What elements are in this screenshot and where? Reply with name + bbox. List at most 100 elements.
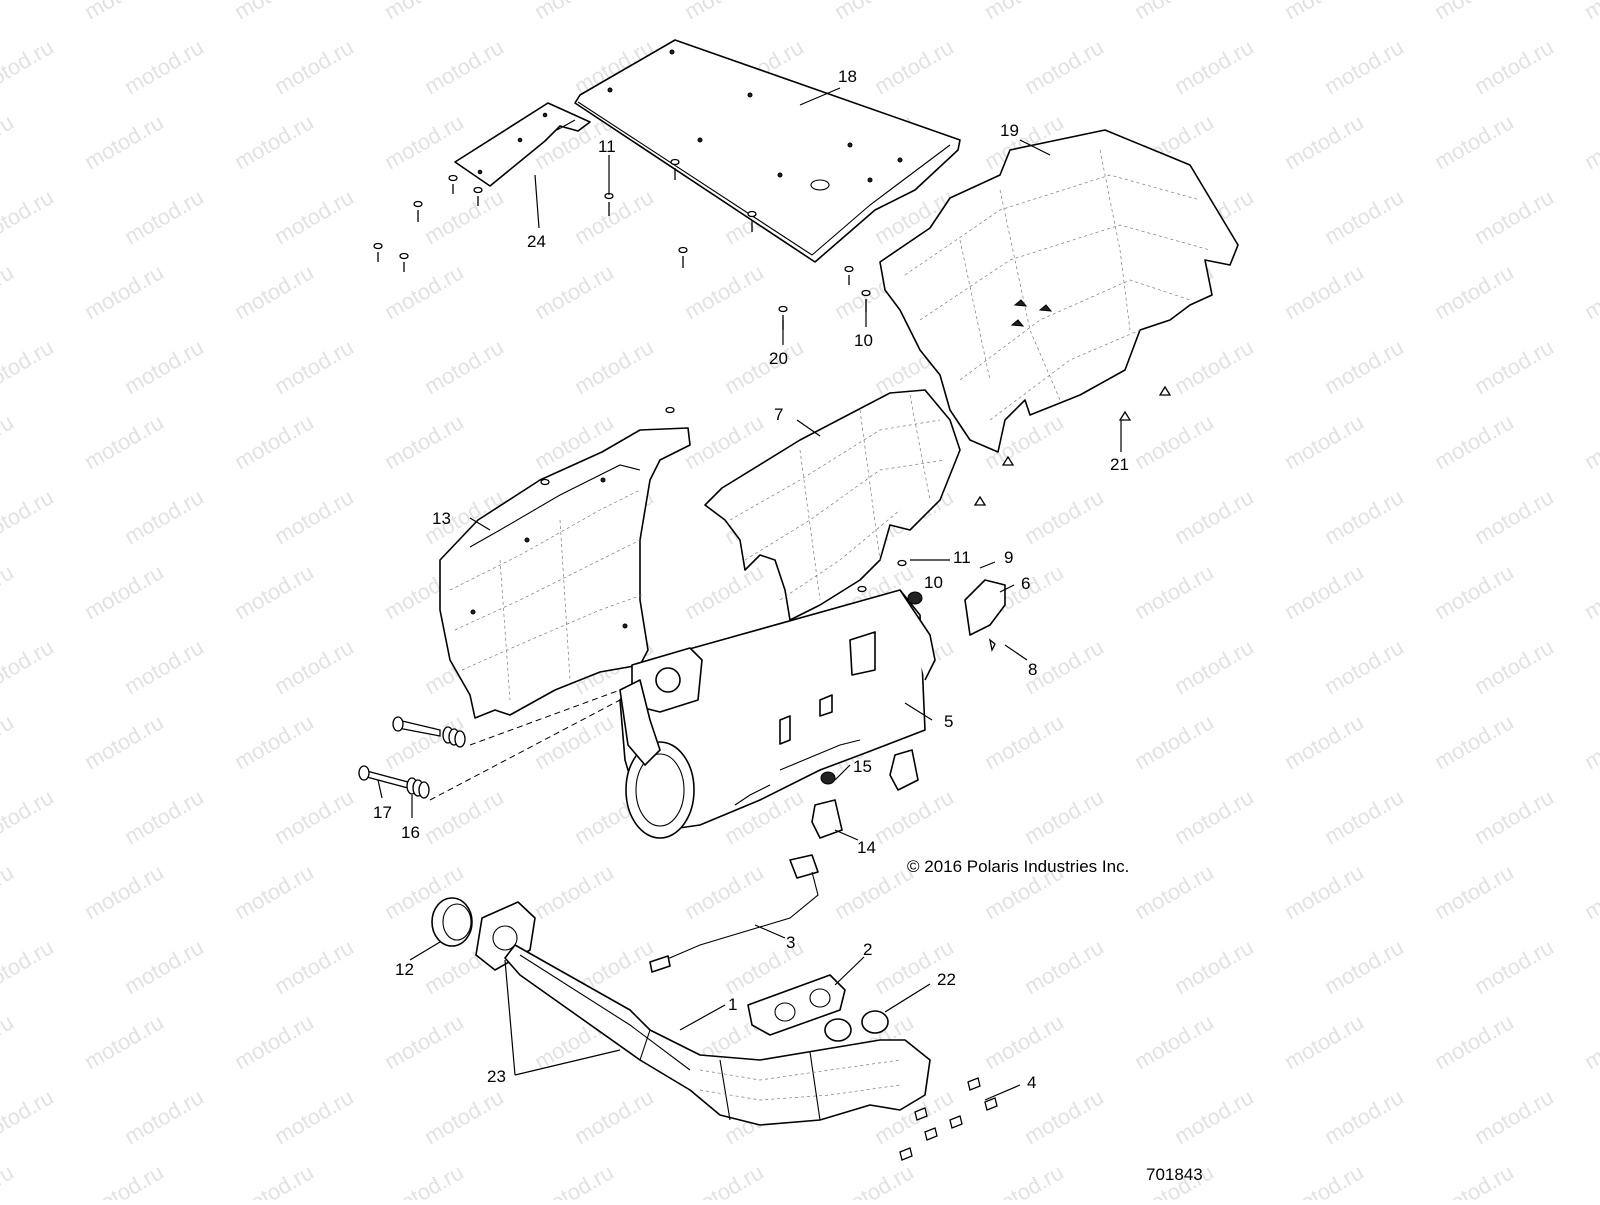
watermark-text: motod.ru (720, 334, 808, 399)
callout-24: 24 (527, 232, 546, 251)
watermark-text: motod.ru (420, 1084, 508, 1149)
watermark-text: motod.ru (0, 634, 58, 699)
watermark-text: motod.ru (270, 34, 358, 99)
watermark-text: motod.ru (420, 34, 508, 99)
watermark-text: motod.ru (530, 1159, 618, 1200)
callout-17: 17 (373, 803, 392, 822)
watermark-text: motod.ru (1580, 1159, 1600, 1200)
watermark-text: motod.ru (1280, 109, 1368, 174)
watermark-text: motod.ru (0, 1084, 58, 1149)
watermark-text: motod.ru (0, 184, 58, 249)
watermark-text: motod.ru (270, 784, 358, 849)
watermark-text: motod.ru (1020, 34, 1108, 99)
watermark-text: motod.ru (1320, 484, 1408, 549)
watermark-text: motod.ru (1430, 559, 1518, 624)
callout-12: 12 (395, 960, 414, 979)
muffler (619, 589, 936, 839)
watermark-text: motod.ru (530, 709, 618, 774)
end-cap (964, 579, 1006, 636)
watermark-text: motod.ru (1580, 109, 1600, 174)
watermark-text: motod.ru (870, 934, 958, 999)
watermark-text: motod.ru (1130, 859, 1218, 924)
watermark-text: motod.ru (980, 0, 1068, 24)
watermark-text: motod.ru (1470, 184, 1558, 249)
callout-14: 14 (857, 838, 876, 857)
watermark-text: motod.ru (1320, 184, 1408, 249)
watermark-text: motod.ru (230, 709, 318, 774)
watermark-text: motod.ru (0, 1009, 18, 1074)
callout-11-top: 11 (598, 137, 616, 156)
watermark-text: motod.ru (830, 859, 918, 924)
watermark-text: motod.ru (1430, 1009, 1518, 1074)
watermark-text: motod.ru (1470, 784, 1558, 849)
watermark-text: motod.ru (230, 0, 318, 24)
watermark-text: motod.ru (1580, 409, 1600, 474)
watermark-text: motod.ru (420, 184, 508, 249)
watermark-text: motod.ru (80, 259, 168, 324)
watermark-text: motod.ru (1130, 0, 1218, 24)
callout-10-mid: 10 (924, 573, 943, 592)
watermark-text: motod.ru (0, 859, 18, 924)
springs-and-bolts (358, 689, 621, 801)
callout-8: 8 (1028, 660, 1037, 679)
callout-10-top: 10 (854, 331, 873, 350)
watermark-text: motod.ru (0, 34, 58, 99)
callout-13: 13 (432, 509, 451, 528)
watermark-text: motod.ru (1580, 709, 1600, 774)
watermark-text: motod.ru (1020, 484, 1108, 549)
watermark-text: motod.ru (1430, 859, 1518, 924)
watermark-text: motod.ru (1320, 334, 1408, 399)
watermark-text: motod.ru (1430, 0, 1518, 24)
watermark-text: motod.ru (1470, 934, 1558, 999)
watermark-text: motod.ru (80, 0, 168, 24)
watermark-text: motod.ru (1170, 484, 1258, 549)
watermark-text: motod.ru (270, 334, 358, 399)
watermark-text: motod.ru (230, 109, 318, 174)
watermark-text: motod.ru (1170, 784, 1258, 849)
watermark-text: motod.ru (380, 259, 468, 324)
watermark-text: motod.ru (120, 934, 208, 999)
watermark-text: motod.ru (120, 1084, 208, 1149)
watermark-text: motod.ru (680, 409, 768, 474)
watermark-text: motod.ru (1130, 409, 1218, 474)
watermark-text: motod.ru (0, 259, 18, 324)
watermark-text: motod.ru (120, 34, 208, 99)
watermark-text: motod.ru (1280, 0, 1368, 24)
watermark-text: motod.ru (680, 0, 768, 24)
callout-numbers: 18 19 11 24 20 10 7 21 13 11 9 10 6 8 5 … (373, 67, 1129, 1092)
watermark-text: motod.ru (1280, 259, 1368, 324)
watermark-text: motod.ru (0, 934, 58, 999)
watermark-text: motod.ru (120, 184, 208, 249)
callout-11-mid: 11 (953, 548, 971, 567)
callout-20: 20 (769, 349, 788, 368)
watermark-text: motod.ru (1430, 109, 1518, 174)
callout-2: 2 (863, 940, 872, 959)
watermark-text: motod.ru (380, 0, 468, 24)
muffler-heat-shield-rear (439, 427, 691, 719)
watermark-text: motod.ru (230, 259, 318, 324)
watermark-text: motod.ru (1470, 1084, 1558, 1149)
watermark-text: motod.ru (0, 1159, 18, 1200)
watermark-text: motod.ru (1320, 934, 1408, 999)
watermark-text: motod.ru (1130, 709, 1218, 774)
watermark-text: motod.ru (80, 559, 168, 624)
watermark-text: motod.ru (380, 409, 468, 474)
watermark-text: motod.ru (1280, 1159, 1368, 1200)
watermark-text: motod.ru (1580, 559, 1600, 624)
watermark-text: motod.ru (1430, 1159, 1518, 1200)
callout-16: 16 (401, 823, 420, 842)
watermark-text: motod.ru (420, 334, 508, 399)
watermark-text: motod.ru (1020, 934, 1108, 999)
watermark-text: motod.ru (1170, 334, 1258, 399)
callout-1: 1 (728, 995, 737, 1014)
callout-18: 18 (838, 67, 857, 86)
watermark-text: motod.ru (120, 784, 208, 849)
watermark-text: motod.ru (80, 709, 168, 774)
watermark-text: motod.ru (270, 934, 358, 999)
header-bolts (899, 1077, 998, 1161)
watermark-text: motod.ru (80, 109, 168, 174)
watermark-text: motod.ru (980, 709, 1068, 774)
watermark-text: motod.ru (0, 109, 18, 174)
callout-21: 21 (1110, 455, 1129, 474)
watermark-text: motod.ru (1170, 934, 1258, 999)
